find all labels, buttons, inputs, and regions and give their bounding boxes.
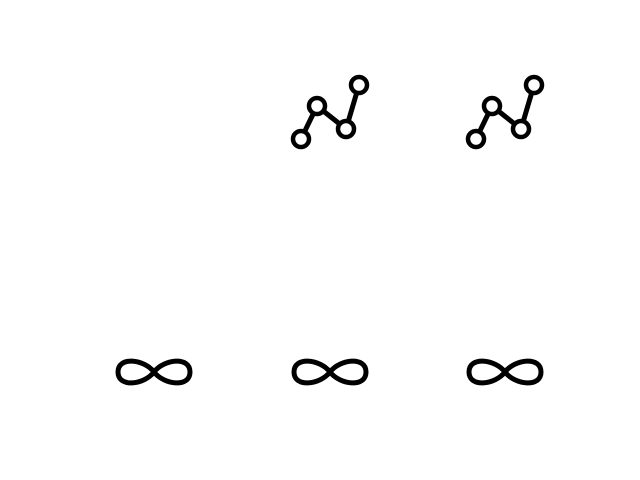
- line-chart-node: [523, 74, 545, 96]
- infinity-path: [115, 358, 193, 386]
- infinity-path: [291, 358, 369, 386]
- infinity-path: [466, 358, 544, 386]
- infinity-icon: [290, 332, 370, 412]
- infinity-icon-svg: [291, 358, 369, 386]
- line-chart-node: [306, 95, 328, 117]
- line-chart-node: [290, 128, 312, 150]
- line-chart-node: [335, 118, 357, 140]
- line-chart-node: [510, 118, 532, 140]
- infinity-icon: [465, 332, 545, 412]
- line-chart-node: [348, 74, 370, 96]
- infinity-icon: [114, 332, 194, 412]
- line-chart-icon-svg: [465, 74, 545, 150]
- line-chart-icon-svg: [290, 74, 370, 150]
- line-chart-path: [473, 82, 537, 142]
- infinity-icon-svg: [115, 358, 193, 386]
- line-chart-node: [465, 128, 487, 150]
- line-chart-icon: [465, 70, 545, 150]
- line-chart-icon: [290, 70, 370, 150]
- infinity-icon-svg: [466, 358, 544, 386]
- empty-slot: [114, 70, 194, 150]
- line-chart-node: [481, 95, 503, 117]
- line-chart-path: [298, 82, 362, 142]
